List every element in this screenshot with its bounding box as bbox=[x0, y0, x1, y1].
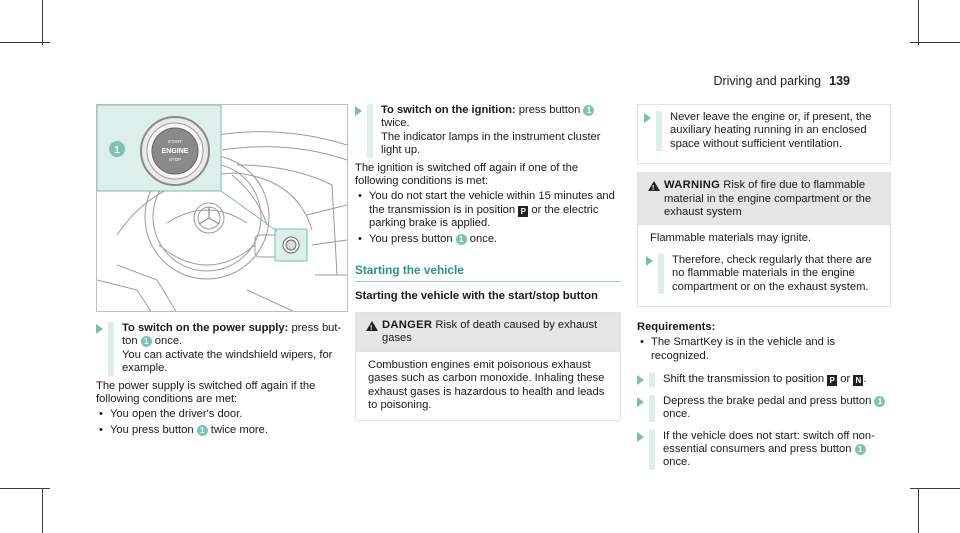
dashboard-drawing: START ENGINE STOP 1 bbox=[97, 105, 347, 311]
list-item: You open the driver's door. bbox=[96, 408, 354, 422]
callout-1-icon: 1 bbox=[196, 424, 208, 436]
step-text: Depress the brake pedal and press button bbox=[663, 394, 875, 407]
column-1: To switch on the power supply: press but… bbox=[96, 322, 354, 441]
warning-header: WARNING Risk of fire due to flammable ma… bbox=[638, 173, 890, 225]
button-line-2: ENGINE bbox=[162, 148, 189, 155]
gear-p-key: P bbox=[518, 205, 529, 217]
list-item-text: twice more. bbox=[207, 423, 268, 436]
list-item-text: You open the driver's door. bbox=[110, 408, 243, 421]
step-text: Shift the transmission to position bbox=[663, 373, 828, 386]
safety-step-text: Never leave the engine or, if present, t… bbox=[670, 111, 872, 150]
step-line3: The indicator lamps in the instrument cl… bbox=[381, 130, 601, 157]
step-arrow-icon bbox=[646, 255, 653, 266]
list-item: You do not start the vehicle within 15 m… bbox=[355, 190, 621, 230]
step-arrow-icon bbox=[355, 106, 362, 116]
paragraph: The power supply is switched off again i… bbox=[96, 379, 316, 406]
gear-n-key: N bbox=[853, 375, 864, 387]
step-arrow-icon bbox=[644, 113, 651, 123]
callout-1-icon: 1 bbox=[874, 395, 886, 407]
list-item-text: or the electric parking brake is applied… bbox=[369, 203, 599, 230]
step-brake: Depress the brake pedal and press button… bbox=[637, 394, 891, 422]
step-arrow-icon bbox=[96, 324, 103, 334]
button-line-1: START bbox=[168, 139, 183, 144]
step-title: To switch on the power supply: bbox=[122, 322, 289, 334]
crop-mark bbox=[42, 0, 43, 45]
step-line2: twice. bbox=[381, 117, 410, 130]
crop-mark bbox=[0, 42, 50, 43]
warning-step: Therefore, check regularly that there ar… bbox=[646, 253, 882, 295]
list-item-text: once. bbox=[466, 232, 498, 245]
step-text: once. bbox=[663, 456, 691, 469]
step-text: press but-ton bbox=[122, 322, 342, 348]
crop-mark bbox=[42, 488, 43, 533]
step-text: press button bbox=[515, 104, 584, 116]
requirements-heading: Requirements: bbox=[637, 321, 716, 334]
paragraph: The ignition is switched off again if on… bbox=[355, 161, 579, 188]
list-item-text: You press button bbox=[110, 423, 197, 436]
list-item-text: The SmartKey is in the vehicle and is re… bbox=[651, 336, 836, 362]
gear-p-key: P bbox=[827, 375, 838, 387]
danger-headline: Risk of death caused by exhaust gases bbox=[382, 318, 598, 345]
section-title: Starting the vehicle bbox=[355, 263, 621, 283]
header-section: Driving and parking bbox=[713, 74, 822, 88]
crop-mark bbox=[918, 0, 919, 45]
dashboard-illustration: START ENGINE STOP 1 bbox=[96, 104, 348, 312]
warning-body: Flammable materials may ignite. Therefor… bbox=[638, 224, 890, 307]
safety-note-box: Never leave the engine or, if present, t… bbox=[637, 104, 891, 165]
callout-1-icon: 1 bbox=[140, 336, 152, 348]
callout-1-icon: 1 bbox=[583, 105, 595, 116]
callout-1-icon: 1 bbox=[854, 443, 866, 455]
page-header: Driving and parking 139 bbox=[713, 74, 850, 88]
step-line2: You can activate the windshield wipers, … bbox=[122, 348, 333, 375]
list-item: You press button 1 once. bbox=[355, 232, 621, 247]
step-power-supply: To switch on the power supply: press but… bbox=[96, 322, 354, 376]
step-text: once. bbox=[663, 408, 691, 421]
crop-mark bbox=[910, 42, 960, 43]
danger-body: Combustion engines emit poisonous exhaus… bbox=[356, 350, 620, 421]
crop-mark bbox=[910, 488, 960, 489]
column-3: Never leave the engine or, if present, t… bbox=[637, 104, 891, 474]
warning-box: WARNING Risk of fire due to flammable ma… bbox=[637, 172, 891, 308]
warning-step-text: Therefore, check regularly that there ar… bbox=[672, 253, 872, 293]
step-shift: Shift the transmission to position P or … bbox=[637, 373, 891, 387]
danger-box: DANGER Risk of death caused by exhaust g… bbox=[355, 311, 621, 422]
warning-body-text: Flammable materials may ignite. bbox=[650, 232, 812, 245]
step-text2: once. bbox=[151, 335, 183, 348]
warning-word: WARNING bbox=[664, 179, 721, 192]
step-ignition: To switch on the ignition: press button … bbox=[355, 104, 621, 158]
column-2: To switch on the ignition: press button … bbox=[355, 104, 621, 429]
crop-mark bbox=[0, 488, 50, 489]
danger-word: DANGER bbox=[382, 318, 433, 331]
step-no-start: If the vehicle does not start: switch of… bbox=[637, 429, 891, 470]
step-text: . bbox=[863, 373, 867, 386]
danger-header: DANGER Risk of death caused by exhaust g… bbox=[356, 312, 620, 351]
list-item-text: You do not start the vehicle within 15 m… bbox=[369, 190, 615, 216]
requirements-list: The SmartKey is in the vehicle and is re… bbox=[637, 336, 891, 363]
list-item: You press button 1 twice more. bbox=[96, 423, 354, 438]
step-title: To switch on the ignition: bbox=[381, 104, 516, 116]
crop-mark bbox=[918, 488, 919, 533]
step-arrow-icon bbox=[637, 431, 644, 442]
bullet-list: You do not start the vehicle within 15 m… bbox=[355, 190, 621, 246]
step-text: or bbox=[837, 373, 854, 386]
callout-1-icon: 1 bbox=[455, 233, 467, 245]
step-arrow-icon bbox=[637, 396, 644, 407]
step-text: If the vehicle does not start: switch of… bbox=[663, 429, 875, 455]
warning-triangle-icon bbox=[648, 181, 660, 196]
list-item-text: You press button bbox=[369, 232, 456, 245]
warning-headline: Risk of fire due to flammable material i… bbox=[664, 179, 872, 219]
list-item: The SmartKey is in the vehicle and is re… bbox=[637, 336, 891, 363]
bullet-list: You open the driver's door. You press bu… bbox=[96, 408, 354, 437]
step-arrow-icon bbox=[637, 375, 644, 386]
figure-callout: 1 bbox=[114, 145, 120, 156]
button-line-3: STOP bbox=[169, 157, 181, 162]
page-number: 139 bbox=[829, 74, 850, 88]
warning-triangle-icon bbox=[366, 320, 378, 335]
subsection-title: Starting the vehicle with the start/stop… bbox=[355, 290, 598, 303]
safety-step: Never leave the engine or, if present, t… bbox=[644, 111, 880, 152]
